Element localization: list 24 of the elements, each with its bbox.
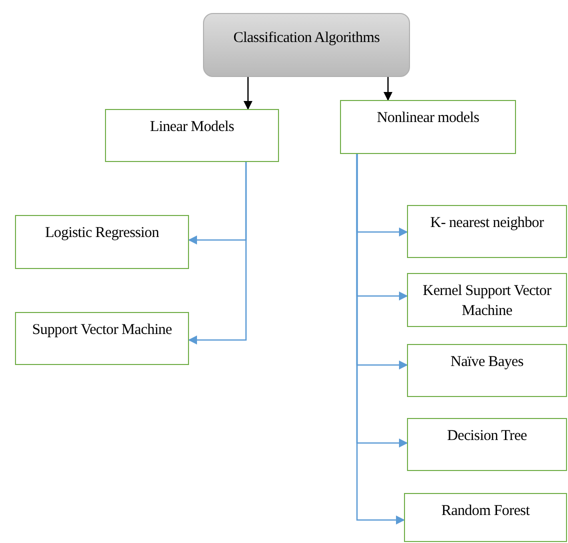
process-box [15,215,189,269]
process-box [407,273,567,327]
box-label: Random Forest [441,502,530,521]
rounded-box [203,13,410,77]
box-label: Linear Models [150,118,234,137]
process-box [407,205,567,258]
box-label: Logistic Regression [45,224,159,243]
connector-arrow [188,162,247,345]
process-box [407,344,567,397]
box-label: Nonlinear models [376,109,480,128]
connector-arrow [383,77,393,101]
box-label: Naïve Bayes [450,353,524,372]
process-box [105,109,279,162]
process-box [15,312,189,365]
connector-arrow [356,154,405,525]
connector-arrow [243,77,253,110]
box-label: Decision Tree [447,427,527,446]
box-label: Classification Algorithms [233,29,380,48]
process-box [404,493,567,542]
process-box [407,418,567,471]
box-label: K- nearest neighbor [430,214,544,233]
box-label: Kernel Support Vector Machine [422,282,552,321]
process-box [340,100,516,154]
box-label: Support Vector Machine [32,321,172,340]
